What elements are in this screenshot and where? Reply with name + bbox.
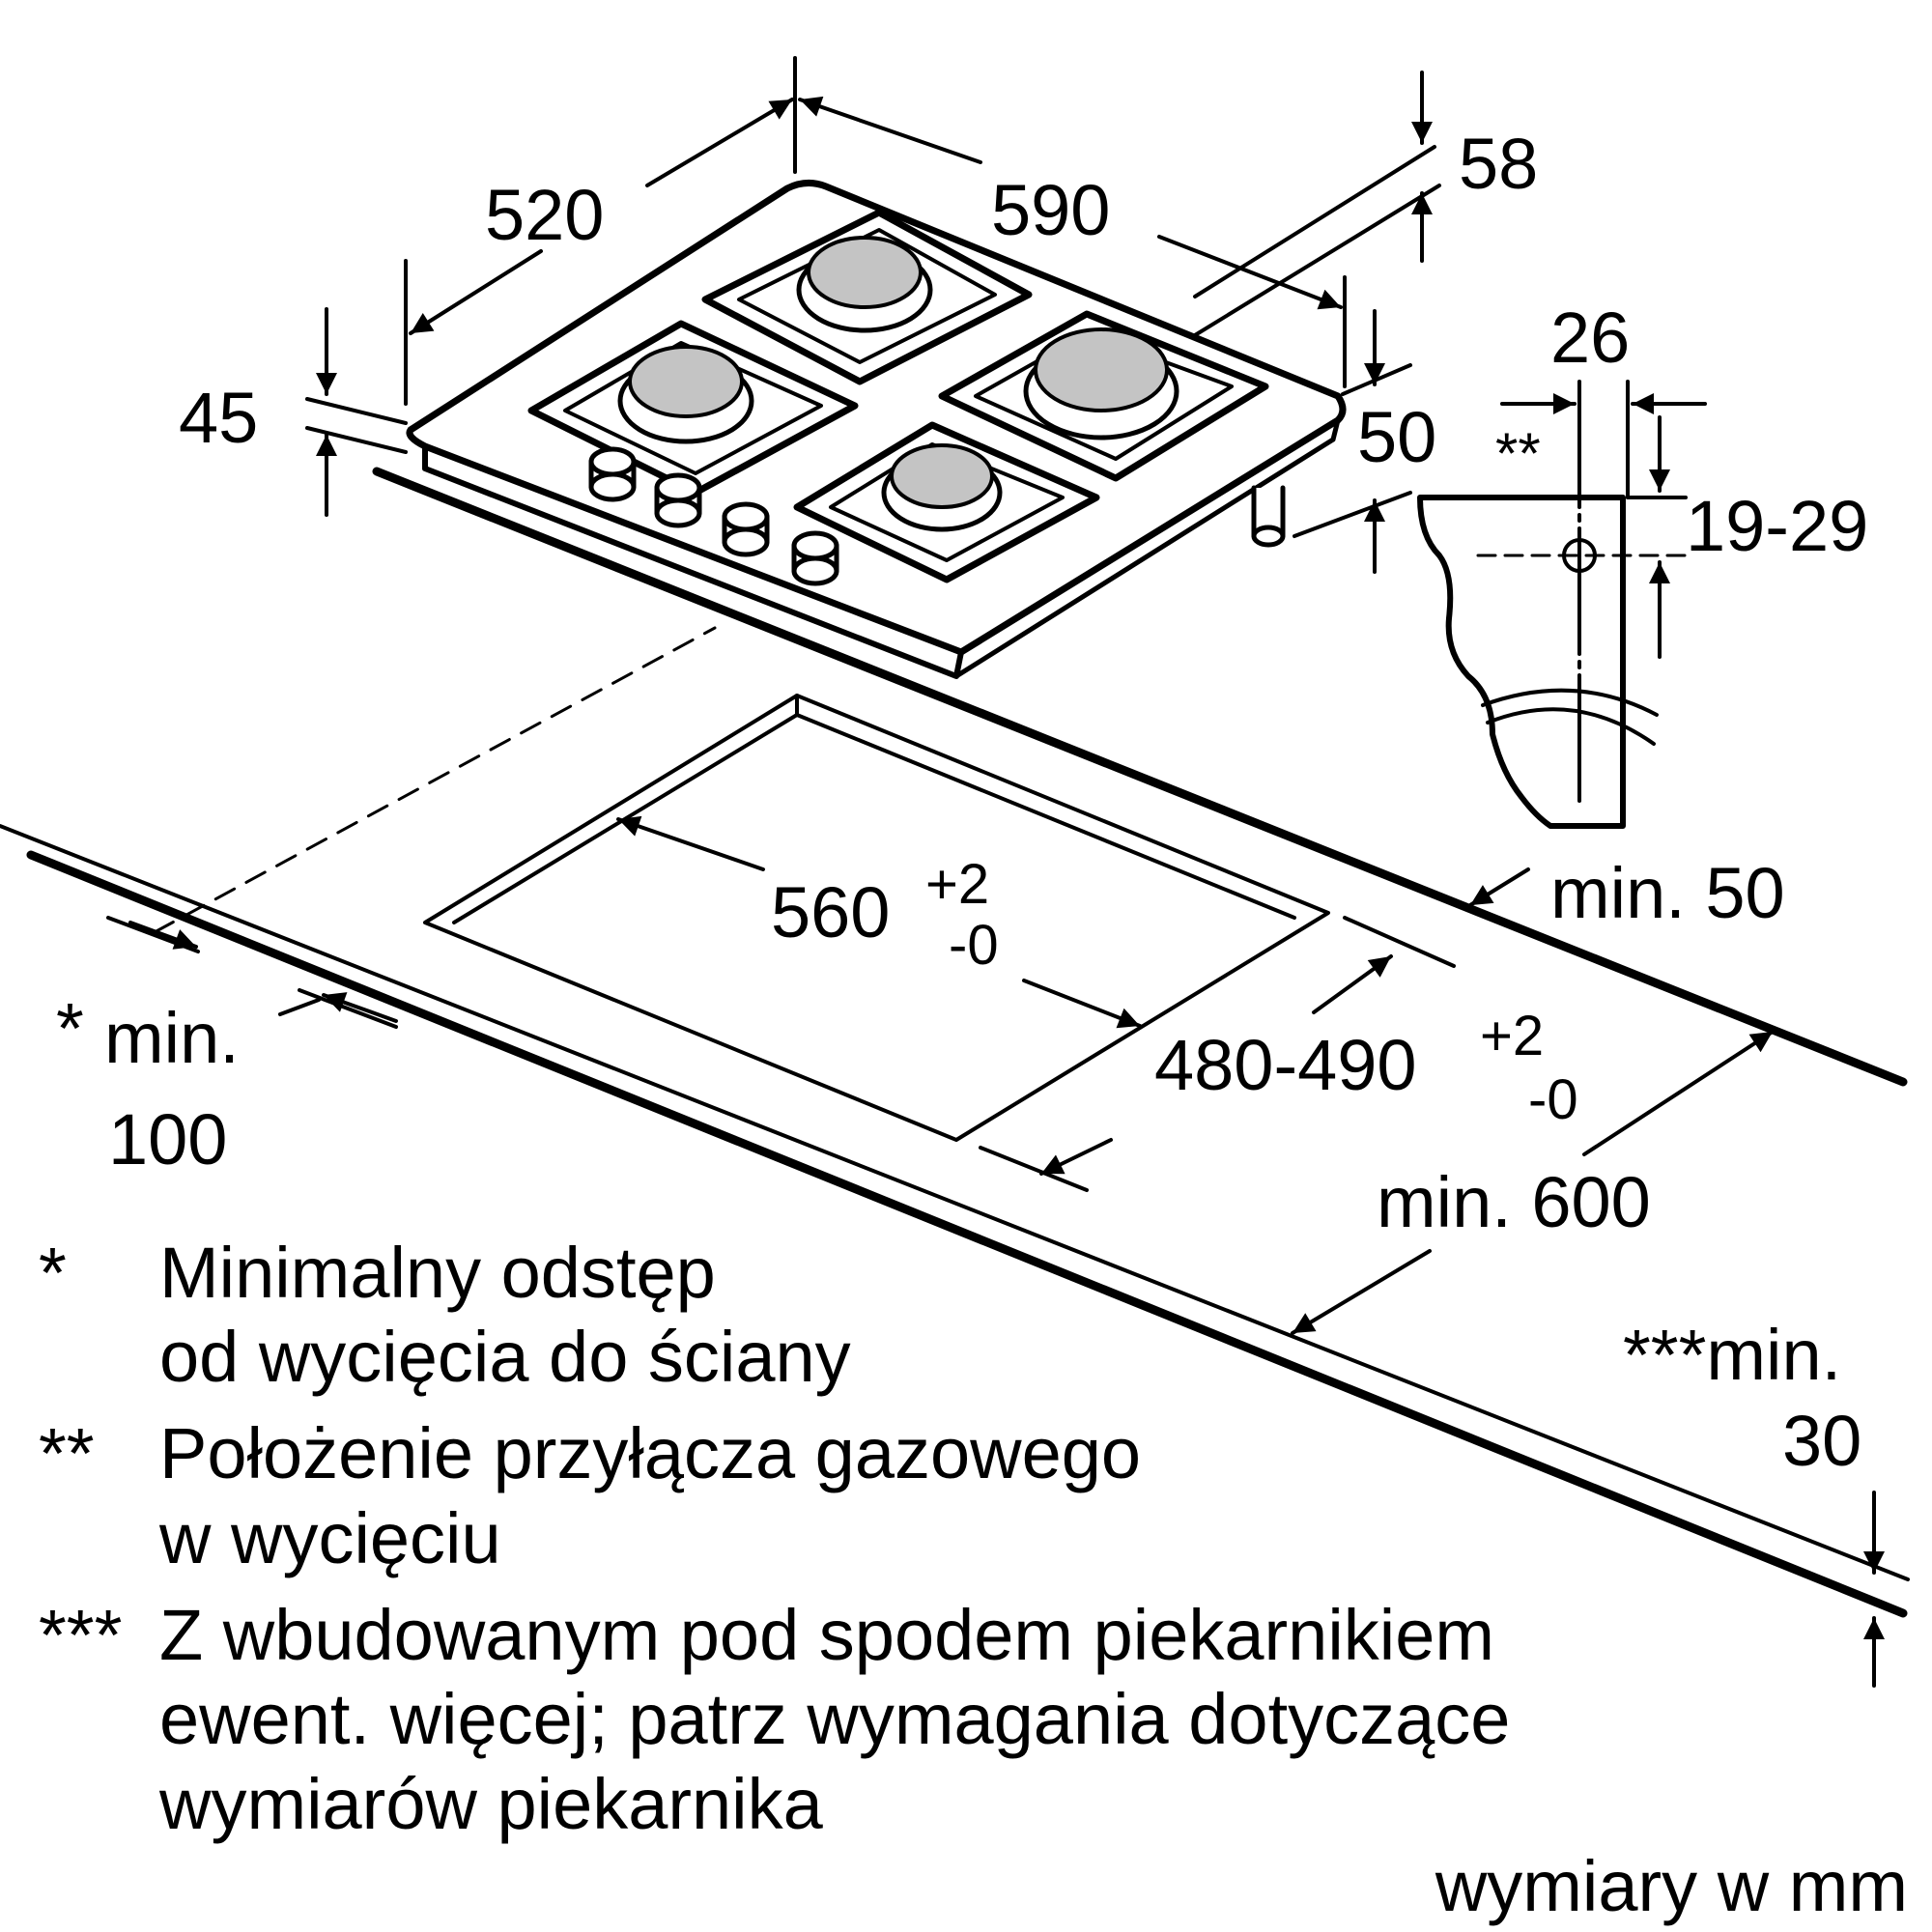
- countertop-back-edge: [372, 467, 1908, 1087]
- knob-4: [791, 530, 839, 586]
- gas-connection-detail: [1417, 380, 1707, 829]
- dim-width: 590: [991, 170, 1110, 250]
- dimension-lines: [106, 56, 1885, 1688]
- knob-2: [654, 472, 702, 528]
- dim-min-below-line2: 30: [1782, 1401, 1861, 1481]
- dim-gas-marker: **: [1495, 421, 1541, 486]
- dim-back-offset: 58: [1459, 124, 1538, 204]
- burner-back-right: [1023, 327, 1179, 440]
- dim-cutout-depth-tol-upper: +2: [1480, 1005, 1544, 1067]
- dim-min-below-line1: ***min.: [1623, 1315, 1841, 1395]
- dim-depth: 520: [485, 175, 604, 255]
- control-knobs: [588, 446, 839, 586]
- dim-gas-position: 26: [1550, 298, 1630, 378]
- note-2-marker: **: [39, 1413, 95, 1493]
- countertop: [0, 467, 1910, 1618]
- cutout: [423, 694, 1330, 1142]
- note-3-marker: ***: [39, 1595, 122, 1675]
- dim-min-depth: min. 600: [1377, 1162, 1651, 1242]
- dim-cutout-width-tol-lower: -0: [949, 914, 999, 977]
- dim-min-side-star: *: [56, 988, 84, 1068]
- note-3-line-3: wymiarów piekarnika: [158, 1764, 824, 1844]
- dim-min-back: min. 50: [1550, 853, 1785, 933]
- note-2-line-2: w wycięciu: [158, 1498, 501, 1578]
- note-2-line-1: Położenie przyłącza gazowego: [159, 1413, 1141, 1493]
- dim-cutout-depth-tol-lower: -0: [1528, 1068, 1578, 1131]
- burner-front-left: [617, 345, 754, 444]
- dim-cutout-depth-base: 480-490: [1154, 1025, 1417, 1105]
- burner-front-right: [881, 443, 1003, 532]
- dim-cutout-width-tol-upper: +2: [925, 853, 989, 916]
- dim-min-side-line2: 100: [108, 1099, 227, 1179]
- note-3-line-1: Z wbudowanym pod spodem piekarnikiem: [159, 1595, 1494, 1675]
- note-1-line-1: Minimalny odstęp: [159, 1233, 716, 1313]
- dim-gas-height: 19-29: [1686, 486, 1868, 566]
- gas-connector: [1251, 485, 1286, 548]
- dim-height-below: 50: [1357, 397, 1436, 477]
- dim-cutout-width: 560: [771, 872, 890, 952]
- hob: [406, 180, 1347, 679]
- note-1-line-2: od wycięcia do ściany: [159, 1317, 851, 1397]
- dim-min-side-line1: min.: [104, 998, 240, 1078]
- note-3-line-2: ewent. więcej; patrz wymagania dotyczące: [159, 1679, 1510, 1759]
- units-label: wymiary w mm: [1435, 1846, 1908, 1926]
- notes: * Minimalny odstęp od wycięcia do ściany…: [39, 1233, 1510, 1844]
- note-1-marker: *: [39, 1233, 67, 1313]
- dashed-projection-line: [153, 626, 717, 934]
- knob-3: [722, 501, 770, 557]
- dim-cutout-width-base: 560: [771, 872, 890, 952]
- dim-cutout-depth: 480-490: [1154, 1025, 1417, 1105]
- knob-1: [588, 446, 637, 502]
- burner-back-left: [796, 236, 933, 333]
- dim-front-offset: 45: [179, 378, 258, 458]
